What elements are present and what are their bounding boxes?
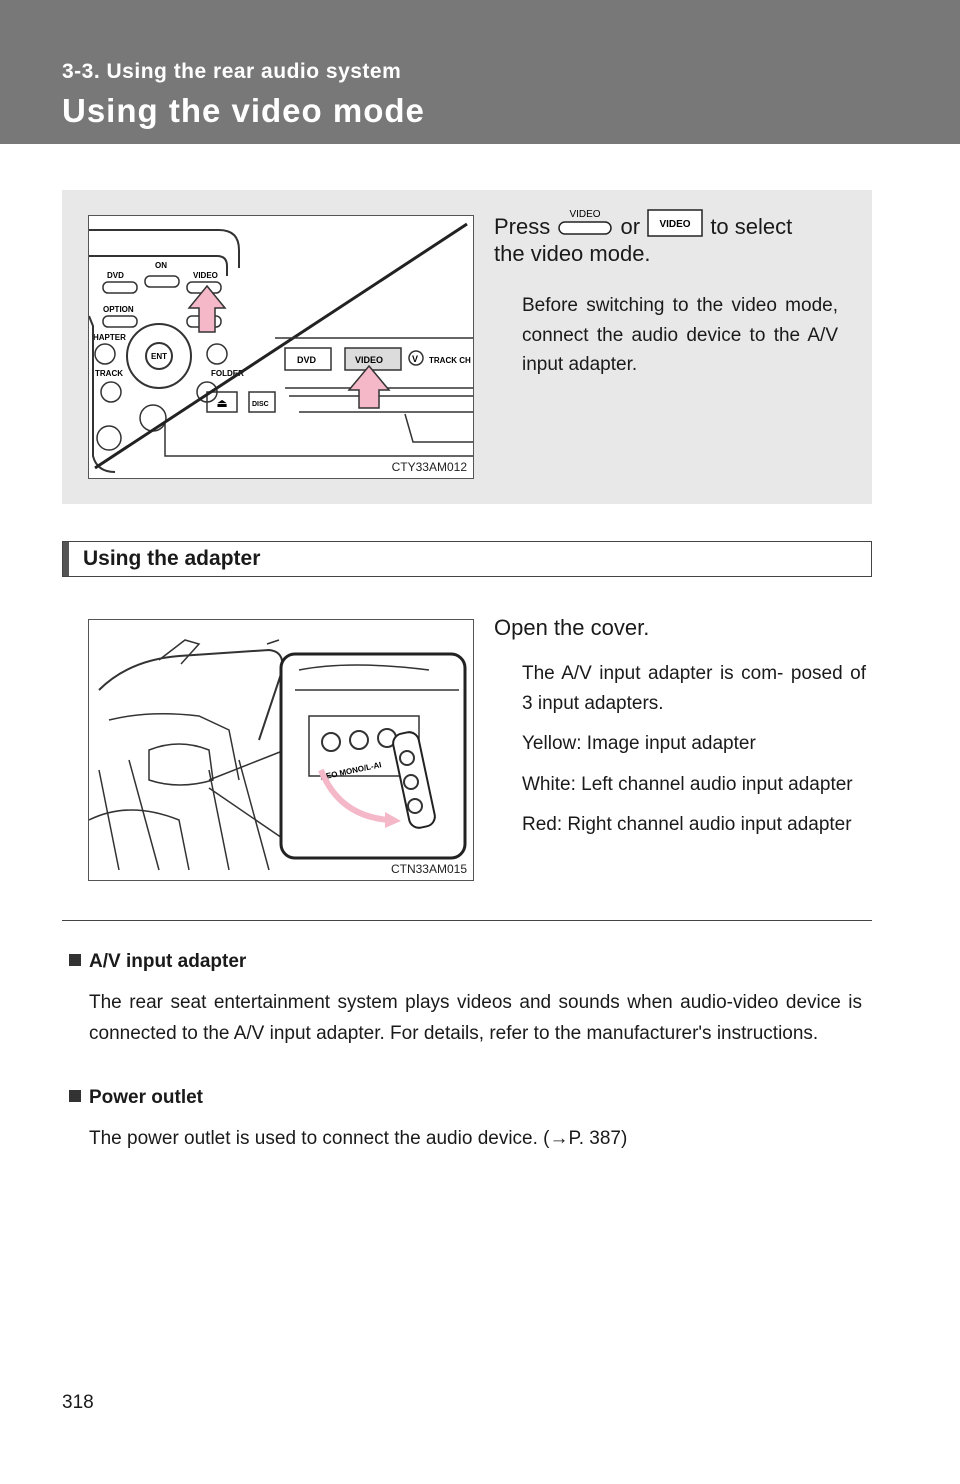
info-heading: Power outlet [69,1087,203,1109]
to-select-text: to select [710,213,793,239]
remote-chapter-label: HAPTER [93,333,126,342]
video-button-remote-icon: VIDEO [556,206,614,250]
press-word: Press [494,213,551,239]
info-text: The rear seat entertainment system plays… [89,992,862,1044]
open-cover-arrow-icon [385,812,401,828]
remote-illustration-svg: ON DVD VIDEO OPTION ENT HAPTER TRACK FOL… [88,222,473,473]
video-button-panel-icon: VIDEO [646,206,704,250]
panel-dvd-label: DVD [297,355,317,365]
subheading-bar [63,542,69,576]
adapter-note: Yellow: Image input adapter [522,733,756,754]
remote-folder-label: FOLDER [211,369,244,378]
adapter-note: The A/V input adapter is com- posed of 3… [522,663,866,714]
info-heading-text: A/V input adapter [89,951,247,972]
remote-option-label: OPTION [103,305,134,314]
svg-text:VIDEO: VIDEO [570,209,601,220]
panel-video-arrow-icon [347,364,391,409]
or-word: or [620,213,641,239]
page-header: 3-3. Using the rear audio system Using t… [0,0,960,144]
remote-video-label: VIDEO [193,271,218,280]
panel-video-label: VIDEO [355,355,383,365]
bullet-square-icon [69,1090,81,1102]
remote-video-arrow-icon [187,284,227,333]
remote-disc-label: DISC [252,401,269,408]
press-instruction: Press VIDEO or VIDEO to select [494,206,840,250]
remote-ent-label: ENT [151,352,167,361]
adapter-illustration: DEO MONO/L-AI CTN33AM015 [88,619,474,881]
remote-on-label: ON [155,261,167,270]
adapter-subheading-text: Using the adapter [83,547,261,570]
video-mode-note: Before switching to the video mode, conn… [522,295,838,375]
panel-track-label: TRACK CH [429,356,471,365]
adapter-note: Red: Right channel audio input adapter [522,814,852,835]
info-heading-text: Power outlet [89,1087,204,1108]
remote-dvd-label: DVD [107,271,124,280]
bullet-square-icon [69,954,81,966]
adapter-illustration-svg: DEO MONO/L-AI [88,639,467,871]
adapter-note: White: Left channel audio input adapter [522,773,853,795]
info-text: The power outlet is used to connect the … [89,1128,628,1149]
open-cover-step: Open the cover. [494,615,650,640]
press-instruction-cont: the video mode. [494,241,651,266]
adapter-notes: The A/V input adapter is com- posed of 3… [522,659,866,851]
info-heading: A/V input adapter [69,951,246,973]
page-number: 318 [62,1392,94,1413]
section-label: 3-3. Using the rear audio system [62,60,402,83]
figure-code: CTN33AM015 [390,862,467,876]
svg-text:VIDEO: VIDEO [660,219,691,230]
eject-icon: ⏏ [216,396,227,410]
remote-track-label: TRACK [95,369,123,378]
remote-and-panel-illustration: ON DVD VIDEO OPTION ENT HAPTER TRACK FOL… [88,215,474,479]
adapter-subheading: Using the adapter [62,541,872,577]
panel-v-label: V [412,354,418,364]
section-divider [62,920,872,921]
page-title: Using the video mode [62,92,425,129]
figure-code: CTY33AM012 [391,460,467,474]
